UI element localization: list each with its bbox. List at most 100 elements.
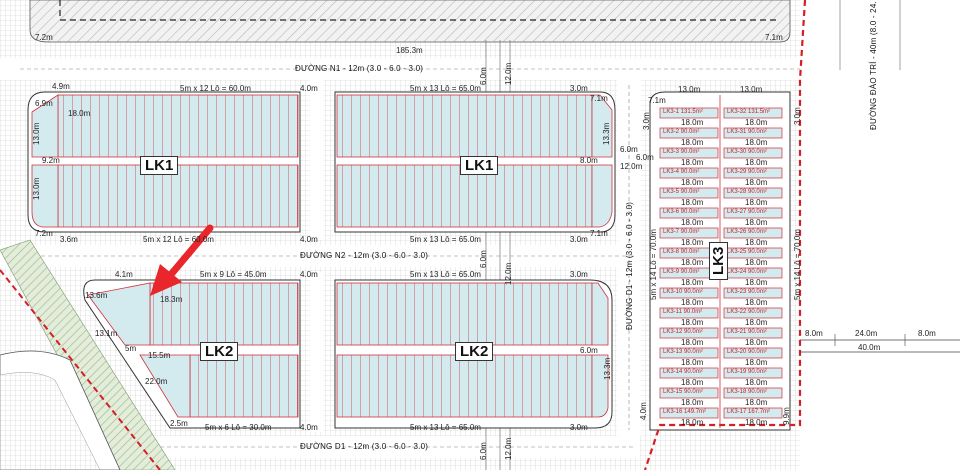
lk3-lot-cell: [723, 327, 783, 339]
dim-label: 6.9m: [35, 99, 53, 108]
road-label-n1: ĐƯỜNG N1 - 12m (3.0 - 6.0 - 3.0): [295, 64, 424, 73]
lk2-right-lots-bottom: [336, 354, 593, 418]
dim-label: 13.0m: [32, 122, 41, 145]
lk3-lot-depth: 18.0m: [745, 418, 768, 427]
lk3-lot-id: LK3-18 90.0m²: [727, 389, 767, 395]
dim-label: 6.0m: [636, 153, 654, 162]
dim-label: 5m x 6 Lô = 30.0m: [205, 423, 272, 432]
dim-label: 7.2m: [35, 229, 53, 238]
lk3-lot-id: LK3-14 90.0m²: [663, 369, 703, 375]
dim-label: 13.0m: [678, 85, 701, 94]
lk3-lot-cell: [659, 327, 719, 339]
dim-label: 5m x 13 Lô = 65.0m: [410, 84, 481, 93]
lk3-lot-id: LK3-5 90.0m²: [663, 189, 700, 195]
dim-label: 5m x 13 Lô = 65.0m: [410, 270, 481, 279]
lk3-lot-depth: 18.0m: [681, 138, 704, 147]
lk3-lot-id: LK3-30 90.0m²: [727, 149, 767, 155]
lk3-lot-cell: [723, 407, 783, 419]
lk3-lot-depth: 18.0m: [745, 338, 768, 347]
dim-label: 24.0m: [855, 329, 878, 338]
road-label-d1: ĐƯỜNG D1 - 12m (3.0 - 6.0 - 3.0): [300, 442, 429, 451]
dim-label: 8.0m: [805, 329, 823, 338]
lk3-lot-id: LK3-2 90.0m²: [663, 129, 700, 135]
lk3-lot-id: LK3-20 90.0m²: [727, 349, 767, 355]
lk3-lot-id: LK3-16 149.7m²: [663, 409, 707, 415]
lk3-lot-id: LK3-7 90.0m²: [663, 229, 700, 235]
road-label-n2: ĐƯỜNG N2 - 12m (3.0 - 6.0 - 3.0): [300, 251, 429, 260]
dim-label: 40.0m: [858, 343, 881, 352]
lk3-lot-cell: [659, 407, 719, 419]
dim-label: 22.0m: [145, 377, 168, 386]
dim-label: 6.0m: [479, 67, 488, 85]
dim-label: 4.9m: [52, 82, 70, 91]
lk3-lot-id: LK3-25 90.0m²: [727, 249, 767, 255]
lk3-lot-depth: 18.0m: [745, 318, 768, 327]
block-label-lk3: LK3: [709, 241, 728, 280]
lk1-left-lots-bottom: [57, 164, 299, 228]
lk3-lot-id: LK3-21 90.0m²: [727, 329, 767, 335]
dim-label: 7.2m: [35, 33, 53, 42]
dim-label: 12.0m: [620, 162, 643, 171]
dim-label: 5m x 13 Lô = 65.0m: [410, 423, 481, 432]
lk3-lot-depth: 18.0m: [681, 218, 704, 227]
block-label-lk1-right: LK1: [460, 156, 499, 175]
lk3-lot-id: LK3-32 131.5m²: [727, 109, 771, 115]
lk3-lot-depth: 18.0m: [745, 358, 768, 367]
lk3-lot-id: LK3-3 90.0m²: [663, 149, 700, 155]
lk3-lot-cell: [723, 387, 783, 399]
lk3-lot-depth: 18.0m: [745, 138, 768, 147]
dim-label: 13.6m: [85, 291, 108, 300]
lk3-lot-depth: 18.0m: [745, 118, 768, 127]
lk3-lot-cell: [659, 107, 719, 119]
lk2-right-lots-top: [336, 282, 593, 346]
block-label-lk1-left: LK1: [140, 156, 179, 175]
dim-label: 6.0m: [620, 145, 638, 154]
dim-label: 5m x 9 Lô = 45.0m: [200, 270, 267, 279]
dim-label: 13.3m: [603, 357, 612, 380]
dim-label: 12.0m: [504, 437, 513, 460]
lk3-lot-id: LK3-23 90.0m²: [727, 289, 767, 295]
lk3-lot-depth: 18.0m: [745, 198, 768, 207]
lk3-lot-depth: 18.0m: [745, 258, 768, 267]
road-label-dao-tri: ĐƯỜNG ĐÀO TRÍ - 40m (8.0 - 24.: [869, 1, 878, 130]
lk3-lot-id: LK3-22 90.0m²: [727, 309, 767, 315]
dim-label: 12.0m: [504, 262, 513, 285]
lk3-lot-cell: [659, 347, 719, 359]
lk3-lot-depth: 18.0m: [681, 418, 704, 427]
lk1-left-lots-top: [57, 94, 299, 158]
dim-label: 8.0m: [580, 156, 598, 165]
lk3-lot-depth: 18.0m: [681, 278, 704, 287]
lk3-lot-depth: 18.0m: [681, 158, 704, 167]
lk3-lot-id: LK3-28 90.0m²: [727, 189, 767, 195]
lk3-lot-cell: [723, 107, 783, 119]
dim-label: 5m x 12 Lô = 60.0m: [143, 235, 214, 244]
lk3-lot-id: LK3-13 90.0m²: [663, 349, 703, 355]
pointer-arrow: [150, 224, 214, 296]
lk3-lot-cell: [659, 367, 719, 379]
dim-label: 2.5m: [170, 419, 188, 428]
dim-label: 13.0m: [740, 85, 763, 94]
lk3-lot-depth: 18.0m: [745, 178, 768, 187]
dim-label: 5m x 14 Lô = 70.0m: [649, 229, 658, 300]
lk3-lot-cell: [659, 207, 719, 219]
dim-label: 3.0m: [570, 270, 588, 279]
lk3-lot-cell: [723, 367, 783, 379]
dim-label: 8.0m: [918, 329, 936, 338]
road-n2: [0, 245, 640, 267]
lk2-left-lots-top: [149, 282, 299, 346]
east-zone: [800, 0, 960, 470]
road-center-1: [310, 80, 324, 240]
dim-label: 5m: [125, 344, 137, 353]
lk3-lot-depth: 18.0m: [681, 198, 704, 207]
dim-label: 6.0m: [479, 250, 488, 268]
lk3-lot-depth: 18.0m: [681, 178, 704, 187]
lk3-lot-cell: [659, 227, 719, 239]
road-d1-vertical: [617, 80, 641, 436]
lk3-lot-cell: [659, 167, 719, 179]
dim-label: 4.0m: [300, 235, 318, 244]
lk3-lot-depth: 18.0m: [745, 218, 768, 227]
lk3-lot-id: LK3-29 90.0m²: [727, 169, 767, 175]
dim-label: 4.0m: [639, 402, 648, 420]
lk1-right-lots-top: [336, 94, 593, 158]
lk3-lot-id: LK3-24 90.0m²: [727, 269, 767, 275]
